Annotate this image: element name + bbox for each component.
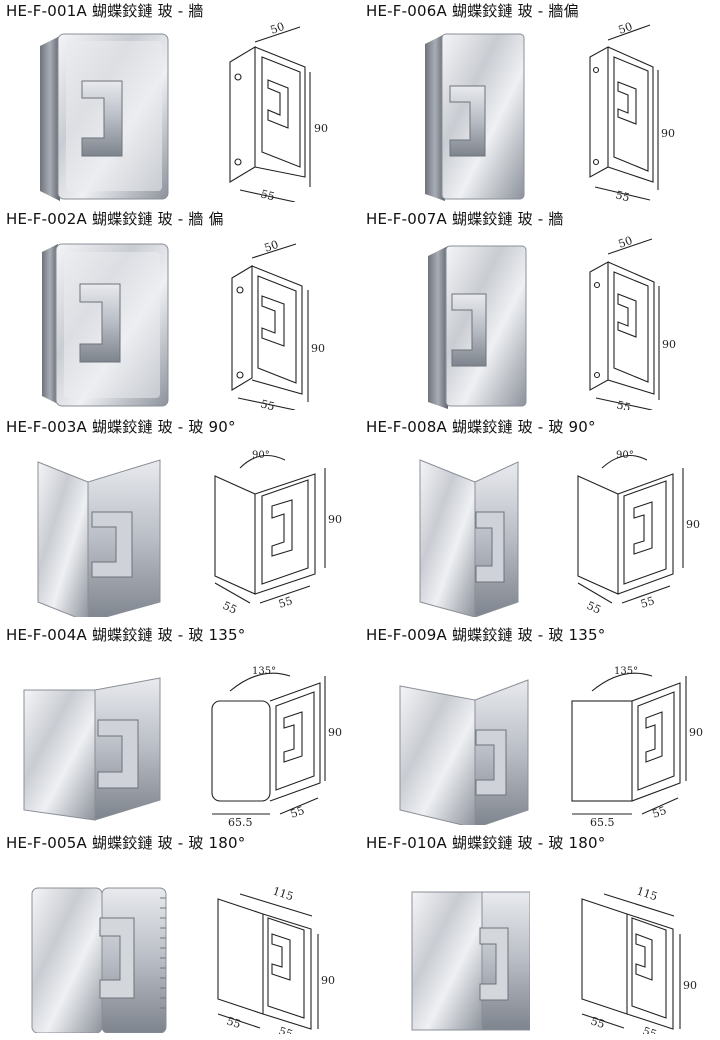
hinge-photo [425,33,525,201]
product-title: HE-F-008A 蝴蝶鉸鏈 玻 - 玻 90° [366,418,596,436]
dim-label-depth-left: 55 [585,599,603,617]
product-he-f-007a: HE-F-007A 蝴蝶鉸鏈 玻 - 牆 50 90 55 [360,208,720,416]
dimension-drawing: 135° 90 65.5 55 [571,666,703,826]
dim-label-depth-left: 55 [221,599,239,617]
dim-label-depth-left: 65.5 [228,816,253,826]
dim-label-depth: 55 [615,398,632,410]
dimension-drawing: 135° 90 65.5 55 [211,666,342,826]
hinge-photo [40,33,169,201]
dimension-drawing: 90° 90 55 55 [577,450,700,617]
product-he-f-009a: HE-F-009A 蝴蝶鉸鏈 玻 - 玻 135° 135° 90 65.5 5… [360,624,720,832]
dimension-drawing: 115 90 55 55 [217,884,335,1034]
dim-label-height: 90 [686,518,700,531]
hinge-photo [23,677,161,821]
product-he-f-008a: HE-F-008A 蝴蝶鉸鏈 玻 - 玻 90° 90° 90 55 55 [360,416,720,624]
dim-label-height: 90 [328,726,342,739]
dim-label-depth-right: 55 [651,804,669,821]
product-he-f-005a: HE-F-005A 蝴蝶鉸鏈 玻 - 玻 180° 115 90 55 55 [0,832,360,1040]
dim-label-depth-left: 55 [225,1014,242,1031]
dim-label-width: 50 [617,22,635,37]
dim-label-angle: 135° [252,666,276,677]
dimension-drawing: 50 90 55 [589,234,676,410]
hinge-photo [419,459,519,617]
dim-label-height: 90 [314,122,328,135]
dim-label-angle: 90° [616,450,634,461]
dim-label-height: 90 [321,974,335,987]
product-title: HE-F-009A 蝴蝶鉸鏈 玻 - 玻 135° [366,626,606,644]
hinge-photo [42,243,169,407]
product-he-f-002a: HE-F-002A 蝴蝶鉸鏈 玻 - 牆 偏 50 90 55 [0,208,360,416]
dim-label-width: 115 [635,884,659,903]
hinge-photo [31,887,167,1033]
dimension-drawing: 50 90 55 [589,22,675,202]
product-he-f-006a: HE-F-006A 蝴蝶鉸鏈 玻 - 牆偏 50 90 55 [360,0,720,208]
product-title: HE-F-004A 蝴蝶鉸鏈 玻 - 玻 135° [6,626,246,644]
product-title: HE-F-005A 蝴蝶鉸鏈 玻 - 玻 180° [6,834,246,852]
dim-label-height: 90 [683,979,697,992]
product-title: HE-F-010A 蝴蝶鉸鏈 玻 - 玻 180° [366,834,606,852]
dimension-drawing: 90° 90 55 55 [214,450,342,617]
dim-label-angle: 90° [252,450,270,461]
dim-label-depth-right: 55 [277,1024,294,1034]
dim-label-depth-right: 55 [641,1024,658,1034]
product-he-f-004a: HE-F-004A 蝴蝶鉸鏈 玻 - 玻 135° 135° 90 65.5 5… [0,624,360,832]
product-title: HE-F-001A 蝴蝶鉸鏈 玻 - 牆 [6,2,204,20]
hinge-photo [399,679,529,825]
dim-label-depth-right: 55 [289,804,307,821]
product-title: HE-F-002A 蝴蝶鉸鏈 玻 - 牆 偏 [6,210,224,228]
dim-label-depth: 55 [614,188,631,202]
dim-label-height: 90 [689,726,703,739]
product-he-f-001a: HE-F-001A 蝴蝶鉸鏈 玻 - 牆 50 90 55 [0,0,360,208]
dim-label-depth-right: 55 [277,594,294,611]
dim-label-height: 90 [311,342,325,355]
product-title: HE-F-003A 蝴蝶鉸鏈 玻 - 玻 90° [6,418,236,436]
product-title: HE-F-007A 蝴蝶鉸鏈 玻 - 牆 [366,210,564,228]
dim-label-depth-right: 55 [639,594,656,611]
product-title: HE-F-006A 蝴蝶鉸鏈 玻 - 牆偏 [366,2,579,20]
dim-label-depth-left: 65.5 [590,816,615,826]
dim-label-height: 90 [661,127,675,140]
dim-label-depth: 55 [259,397,276,410]
dim-label-width: 50 [617,234,635,251]
dim-label-depth-left: 55 [589,1014,606,1031]
dim-label-angle: 135° [614,666,638,677]
product-he-f-003a: HE-F-003A 蝴蝶鉸鏈 玻 - 玻 90° 90° 90 55 55 [0,416,360,624]
hinge-photo [37,459,161,617]
dimension-drawing: 50 90 55 [231,238,325,410]
dim-label-height: 90 [662,338,676,351]
dimension-drawing: 115 90 55 55 [581,884,697,1034]
hinge-photo [411,891,530,1031]
dim-label-height: 90 [328,513,342,526]
hinge-photo [428,245,527,409]
dim-label-width: 50 [269,22,287,37]
dim-label-depth: 55 [259,187,276,202]
product-he-f-010a: HE-F-010A 蝴蝶鉸鏈 玻 - 玻 180° 115 90 55 55 [360,832,720,1040]
dim-label-width: 50 [263,238,281,255]
dim-label-width: 115 [271,884,295,903]
dimension-drawing: 50 90 55 [229,22,328,202]
